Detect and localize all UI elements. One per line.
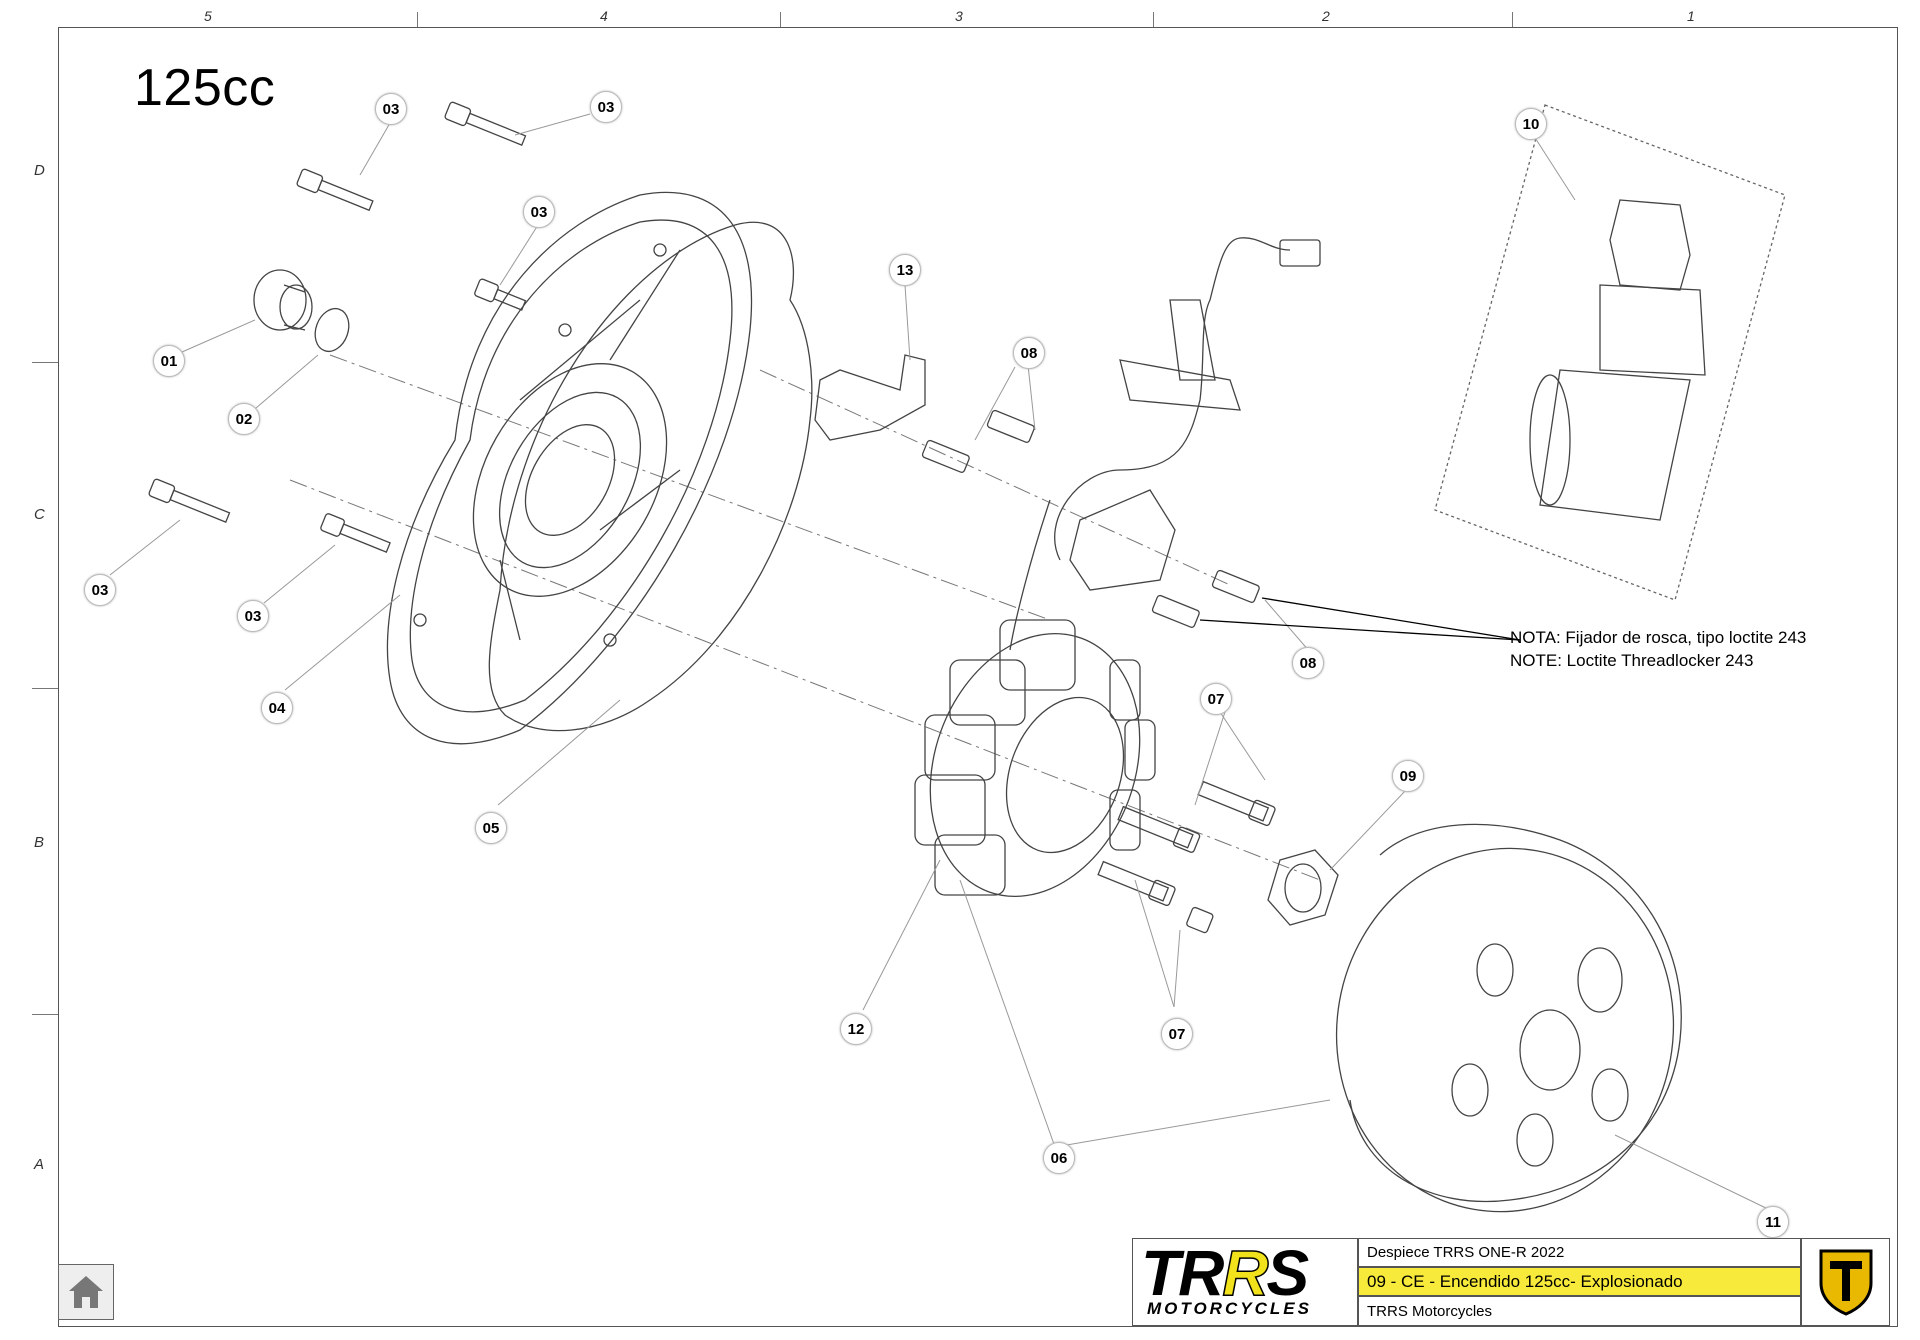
title-row-company: TRRS Motorcycles bbox=[1358, 1296, 1801, 1326]
callout-05: 05 bbox=[475, 812, 507, 844]
title-row-drawing-name: 09 - CE - Encendido 125cc- Explosionado bbox=[1358, 1267, 1801, 1296]
zone-label-left: B bbox=[34, 834, 45, 851]
callout-12: 12 bbox=[840, 1013, 872, 1045]
leader-line bbox=[1027, 364, 1036, 431]
zone-label-left: D bbox=[34, 162, 45, 179]
center-axis bbox=[289, 479, 1321, 881]
callout-07: 07 bbox=[1200, 683, 1232, 715]
bolt-group bbox=[921, 409, 1260, 628]
zone-label-top: 4 bbox=[600, 8, 608, 24]
zone-divider bbox=[417, 12, 418, 27]
leader-line bbox=[1054, 1099, 1331, 1148]
callout-02: 02 bbox=[228, 403, 260, 435]
zone-label-left: C bbox=[34, 506, 45, 523]
callout-03: 03 bbox=[523, 196, 555, 228]
zone-label-top: 3 bbox=[955, 8, 963, 24]
bolt-group bbox=[148, 101, 527, 553]
drawing-frame bbox=[58, 27, 1898, 1327]
note-leader bbox=[1199, 619, 1521, 641]
zone-label-top: 2 bbox=[1322, 8, 1330, 24]
displacement-title: 125cc bbox=[134, 59, 276, 117]
flywheel-nut bbox=[1267, 849, 1339, 926]
title-row-document: Despiece TRRS ONE-R 2022 bbox=[1358, 1238, 1801, 1267]
leader-line bbox=[263, 544, 336, 604]
ignition-cover bbox=[386, 191, 753, 745]
cable-bracket bbox=[814, 354, 926, 441]
trrs-shield-icon bbox=[1819, 1249, 1872, 1316]
flywheel bbox=[1335, 823, 1682, 1213]
brand-subtitle: MOTORCYCLES bbox=[1147, 1299, 1312, 1318]
pickup-and-cable bbox=[1009, 237, 1321, 651]
callout-03: 03 bbox=[237, 600, 269, 632]
leader-line bbox=[1329, 789, 1407, 871]
leader-line bbox=[974, 366, 1016, 441]
leader-line bbox=[959, 879, 1056, 1148]
trrs-badge bbox=[1801, 1238, 1890, 1326]
callout-01: 01 bbox=[153, 345, 185, 377]
callout-13: 13 bbox=[889, 254, 921, 286]
callout-08: 08 bbox=[1013, 337, 1045, 369]
callout-09: 09 bbox=[1392, 760, 1424, 792]
zone-label-left: A bbox=[34, 1156, 45, 1173]
leader-line bbox=[1194, 711, 1226, 806]
callout-03: 03 bbox=[84, 574, 116, 606]
leader-line bbox=[497, 699, 621, 806]
leader-line bbox=[109, 519, 181, 576]
center-axis bbox=[759, 369, 1231, 586]
leader-line bbox=[904, 284, 911, 361]
leader-line bbox=[1531, 132, 1576, 201]
home-icon bbox=[69, 1276, 103, 1308]
brand-logo: TRRS MOTORCYCLES bbox=[1132, 1236, 1358, 1326]
leader-line bbox=[359, 122, 391, 176]
callout-03: 03 bbox=[590, 91, 622, 123]
leader-line bbox=[514, 113, 591, 136]
cover-plug bbox=[253, 269, 313, 331]
zone-divider bbox=[1512, 12, 1513, 27]
leader-line bbox=[284, 594, 401, 691]
zone-divider bbox=[32, 1014, 58, 1015]
zone-divider bbox=[32, 688, 58, 689]
brand-wordmark: TRRS bbox=[1141, 1236, 1309, 1310]
zone-divider bbox=[1153, 12, 1154, 27]
flywheel-puller-tool bbox=[1434, 104, 1786, 601]
cover-gasket bbox=[488, 221, 813, 732]
leader-line bbox=[1614, 1134, 1771, 1211]
home-button[interactable] bbox=[58, 1264, 114, 1320]
callout-03: 03 bbox=[375, 93, 407, 125]
callout-10: 10 bbox=[1515, 108, 1547, 140]
leader-line bbox=[255, 354, 319, 409]
note-line-en: NOTE: Loctite Threadlocker 243 bbox=[1510, 651, 1754, 670]
callout-11: 11 bbox=[1757, 1206, 1789, 1238]
callout-04: 04 bbox=[261, 692, 293, 724]
zone-label-top: 5 bbox=[204, 8, 212, 24]
stator bbox=[914, 619, 1156, 898]
leader-line bbox=[862, 859, 941, 1011]
zone-label-top: 1 bbox=[1687, 8, 1695, 24]
leader-line bbox=[1173, 929, 1181, 1008]
note-leader bbox=[1261, 597, 1521, 641]
bolt-group bbox=[1097, 780, 1276, 934]
threadlocker-note: NOTA: Fijador de rosca, tipo loctite 243… bbox=[1510, 626, 1806, 672]
leader-line bbox=[499, 224, 539, 286]
zone-divider bbox=[780, 12, 781, 27]
leader-line bbox=[181, 319, 256, 353]
callout-08: 08 bbox=[1292, 647, 1324, 679]
center-axis bbox=[329, 354, 1051, 621]
zone-divider bbox=[32, 362, 58, 363]
note-line-es: NOTA: Fijador de rosca, tipo loctite 243 bbox=[1510, 628, 1807, 647]
o-ring bbox=[314, 307, 350, 353]
title-block: TRRS MOTORCYCLES Despiece TRRS ONE-R 202… bbox=[1132, 1236, 1890, 1326]
leader-line bbox=[1219, 711, 1266, 781]
callout-06: 06 bbox=[1043, 1142, 1075, 1174]
callout-07: 07 bbox=[1161, 1018, 1193, 1050]
leader-line bbox=[1134, 879, 1175, 1008]
